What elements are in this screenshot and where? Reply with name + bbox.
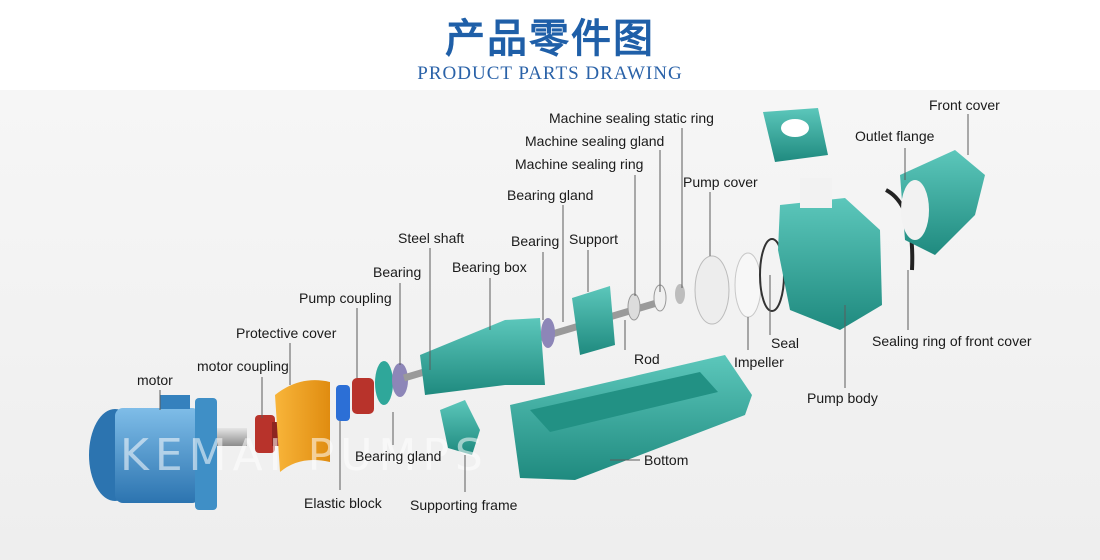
label-steel-shaft: Steel shaft [398, 230, 464, 246]
impeller-part [734, 252, 762, 318]
pump-body-part [778, 178, 882, 330]
label-support: Support [569, 231, 618, 247]
label-supporting-frame: Supporting frame [410, 497, 518, 513]
label-bearing-box: Bearing box [452, 259, 527, 275]
header: 产品零件图 PRODUCT PARTS DRAWING [0, 0, 1100, 90]
supporting-frame-part [440, 400, 480, 455]
label-sealing-ring-front-cover: Sealing ring of front cover [872, 333, 1032, 349]
labels: Machine sealing static ring Machine seal… [137, 97, 1032, 513]
pump-coupling-part [352, 378, 374, 414]
label-pump-coupling: Pump coupling [299, 290, 392, 306]
label-machine-sealing-ring: Machine sealing ring [515, 156, 643, 172]
label-elastic-block: Elastic block [304, 495, 383, 511]
label-front-cover: Front cover [929, 97, 1000, 113]
support-part [572, 286, 615, 355]
page-title-en: PRODUCT PARTS DRAWING [417, 63, 683, 84]
label-machine-sealing-static-ring: Machine sealing static ring [549, 110, 714, 126]
bearing-box-part [420, 318, 545, 395]
motor-coupling-part [255, 415, 282, 453]
label-impeller: Impeller [734, 354, 784, 370]
protective-cover-part [275, 380, 330, 472]
label-motor-coupling: motor coupling [197, 358, 289, 374]
label-bearing-top: Bearing [511, 233, 559, 249]
label-outlet-flange: Outlet flange [855, 128, 935, 144]
label-bearing-gland-top: Bearing gland [507, 187, 593, 203]
label-seal: Seal [771, 335, 799, 351]
sealing-rings-part [627, 284, 685, 321]
bearing-gland-left-part [375, 361, 408, 405]
label-protective-cover: Protective cover [236, 325, 337, 341]
label-machine-sealing-gland: Machine sealing gland [525, 133, 664, 149]
front-cover-part [900, 150, 985, 255]
bottom-part [510, 355, 752, 480]
elastic-block-part [336, 385, 350, 421]
bearing-right-part [541, 318, 555, 348]
label-pump-cover: Pump cover [683, 174, 758, 190]
label-rod: Rod [634, 351, 660, 367]
watermark-text: KEMAI PUMPS [120, 430, 489, 481]
motor-part [89, 395, 247, 510]
label-motor: motor [137, 372, 173, 388]
leader-lines [159, 114, 969, 492]
pump-cover-part [694, 255, 730, 325]
label-pump-body: Pump body [807, 390, 878, 406]
label-bearing-left: Bearing [373, 264, 421, 280]
label-bottom: Bottom [644, 452, 688, 468]
label-bearing-gland-bottom: Bearing gland [355, 448, 441, 464]
page-title-cn: 产品零件图 [445, 16, 655, 62]
outlet-flange-part [763, 108, 828, 162]
